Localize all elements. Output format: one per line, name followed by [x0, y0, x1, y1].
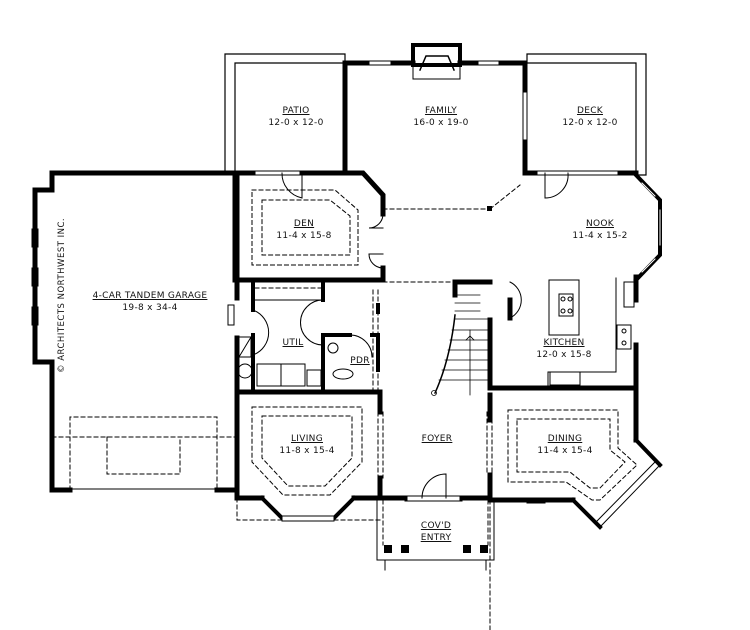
room-label-kitchen: KITCHEN 12-0 x 15-8 — [536, 338, 592, 360]
living-bay — [259, 495, 357, 521]
den-ceiling — [251, 184, 521, 283]
stairs — [431, 294, 489, 396]
foyer-dashes — [377, 411, 493, 479]
room-label-foyer: FOYER — [421, 434, 453, 444]
hall-dashes — [254, 287, 379, 391]
dining-bay — [570, 437, 663, 530]
util-fixtures — [227, 299, 373, 387]
dining-ceiling — [507, 409, 638, 501]
entry-columns — [384, 545, 488, 553]
garage-windows — [31, 228, 218, 490]
room-label-util: UTIL — [282, 338, 304, 348]
family-windows — [366, 60, 528, 143]
column — [487, 206, 492, 211]
room-label-patio: PATIO 12-0 x 12-0 — [268, 106, 324, 128]
entry-dashes — [382, 499, 491, 630]
room-label-dining: DINING 11-4 x 15-4 — [537, 434, 593, 456]
den-openings — [252, 170, 621, 199]
room-label-den: DEN 11-4 x 15-8 — [276, 219, 332, 241]
family-walls — [342, 60, 528, 175]
entry-porch — [376, 499, 495, 571]
room-label-pdr: PDR — [350, 356, 370, 366]
room-label-deck: DECK 12-0 x 12-0 — [562, 106, 618, 128]
room-label-family: FAMILY 16-0 x 19-0 — [413, 106, 469, 128]
exterior-walls — [32, 170, 639, 503]
room-label-garage: 4-CAR TANDEM GARAGE 19-8 x 34-4 — [92, 291, 208, 313]
deck-outline — [526, 53, 647, 176]
garage-dashes — [51, 416, 238, 491]
living-ceiling — [236, 406, 381, 521]
room-label-living: LIVING 11-8 x 15-4 — [279, 434, 335, 456]
util-walls — [251, 278, 380, 394]
kitchen-fixtures — [509, 277, 635, 386]
dining-bay-windows — [526, 461, 661, 528]
watermark: © ARCHITECTS NORTHWEST INC. — [57, 217, 67, 373]
den-double-door — [368, 213, 384, 269]
fireplace — [411, 43, 462, 80]
room-label-nook: NOOK 11-4 x 15-2 — [572, 219, 628, 241]
room-label-entry: COV'D ENTRY — [420, 521, 452, 543]
nook-bay — [633, 172, 662, 283]
copyright-icon: © — [57, 364, 67, 373]
nook-bay-windows — [641, 182, 661, 273]
front-door — [404, 473, 463, 502]
